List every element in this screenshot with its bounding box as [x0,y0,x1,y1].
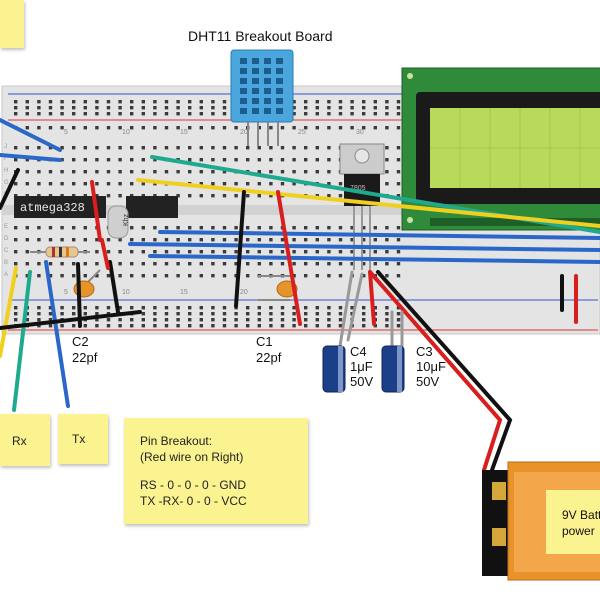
center-channel [2,205,600,215]
regulator-label: 7805 [350,185,366,192]
c1-name: C1 [256,334,273,349]
col-number: 20 [240,289,248,296]
row-letter: H [4,168,8,174]
wire-red [276,190,302,326]
wire-black [76,262,82,328]
c4-voltage: 50V [350,374,374,389]
pin-note-line2: TX -RX- 0 - 0 - VCC [140,494,247,508]
battery-label-line2: power [562,524,595,538]
col-number: 25 [298,129,306,136]
tx-label: Tx [72,432,86,446]
col-number: 15 [180,129,188,136]
wire-blue [128,242,600,252]
wire-red [100,238,110,270]
rx-note: Rx [0,414,50,466]
wire-black [0,168,20,210]
wire-black [0,310,142,330]
lead-gray [346,272,364,342]
wire-black [234,190,246,308]
tx-note: Tx [58,414,108,464]
row-letter: E [4,224,8,230]
crystal-label: Khz [123,213,130,226]
row-letter: J [4,144,7,150]
pin-note-subtitle: (Red wire on Right) [140,450,244,464]
c2-name: C2 [72,334,89,349]
row-letter: G [4,180,9,186]
wires [0,118,600,472]
wire-red [368,270,376,326]
chip-label: atmega328 [20,201,85,215]
breadboard-holes [14,100,401,328]
rx-label: Rx [12,434,27,448]
row-letter: D [4,236,9,242]
wire-yellow [0,266,18,358]
c1-value: 22pf [256,350,282,365]
capacitor-c3 [381,345,405,393]
wire-black [376,270,513,472]
wire-red [90,180,102,242]
row-letter: I [4,156,6,162]
battery-9v [482,461,600,581]
c2-value: 22pf [72,350,98,365]
wire-red [368,270,503,472]
resistor [30,246,90,258]
row-letter: A [4,272,8,278]
wire-green [12,270,32,412]
col-number: 20 [240,129,248,136]
c4-name: C4 [350,344,367,359]
col-number: 5 [64,289,68,296]
col-number: 5 [64,129,68,136]
column-numbers: 5 10 15 20 25 30 5 10 15 20 [64,129,364,296]
c4-value: 1μF [350,359,373,374]
crystal: Khz [107,205,130,239]
wire-black [108,260,120,314]
atmega-chip: atmega328 [14,196,178,218]
c3-value: 10μF [416,359,446,374]
dht11-sensor [230,49,294,146]
wire-blue [148,254,600,264]
capacitor-c4 [322,345,346,393]
row-letter: B [4,260,8,266]
wire-blue [0,118,62,152]
wire-blue [158,230,600,240]
row-letter: C [4,248,9,254]
lead-gray [338,270,354,348]
col-number: 15 [180,289,188,296]
wire-blue [44,260,70,408]
pin-note-title: Pin Breakout: [140,434,213,448]
top-left-note [0,0,24,48]
pin-breakout-note: Pin Breakout: (Red wire on Right) RS - 0… [124,418,308,524]
c3-voltage: 50V [416,374,440,389]
col-number: 30 [356,129,364,136]
wire-blue [0,153,62,162]
col-number: 10 [122,129,130,136]
c3-name: C3 [416,344,433,359]
wire-yellow [136,178,600,228]
pin-note-line1: RS - 0 - 0 - 0 - GND [140,478,247,492]
col-number: 10 [122,289,130,296]
dht11-title: DHT11 Breakout Board [188,28,333,44]
battery-label: 9V Batt [562,508,600,522]
